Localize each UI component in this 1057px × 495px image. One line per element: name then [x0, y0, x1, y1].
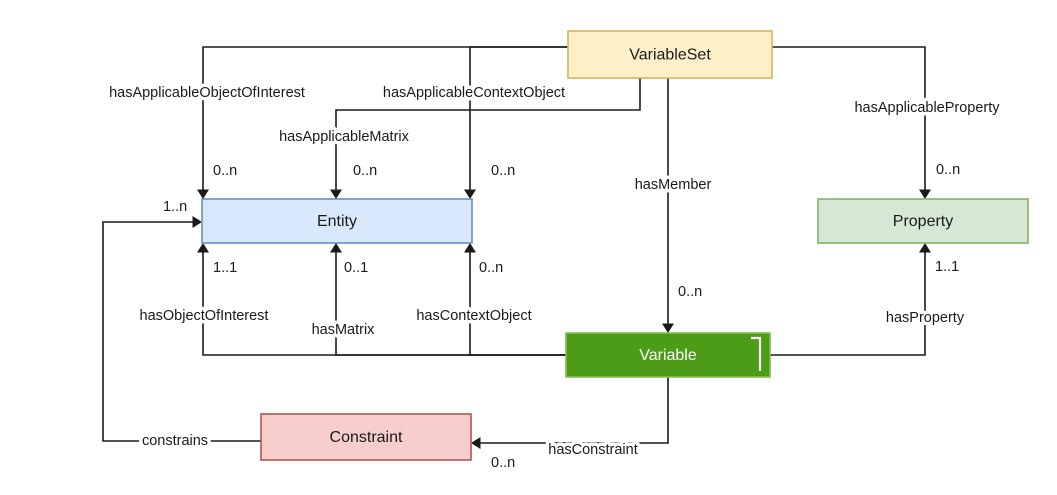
edge-hasApplicableContextObject[interactable] [464, 46, 568, 199]
edge-label-hasConstraint-halo: hasConstraint [548, 442, 637, 458]
edge-label-constrains-halo: constrains [142, 433, 208, 449]
edge-hasObjectOfInterest[interactable] [197, 243, 566, 356]
edge-label-hasApplicableMatrix-halo: hasApplicableMatrix [279, 129, 410, 145]
edge-label-hasApplicableContextObject: hasApplicableContextObject [383, 85, 565, 101]
edge-label-hasApplicableContextObject-halo: hasApplicableContextObject [383, 85, 565, 101]
edge-label-hasApplicableObjectOfInterest-halo: hasApplicableObjectOfInterest [109, 85, 305, 101]
edge-multiplicity-hasApplicableProperty: 0..n [936, 162, 960, 178]
edge-label-hasApplicableMatrix: hasApplicableMatrix [279, 129, 410, 145]
edge-label-hasObjectOfInterest-halo: hasObjectOfInterest [140, 308, 269, 324]
edge-multiplicity-hasContextObject: 0..n [479, 260, 503, 276]
edge-hasProperty[interactable] [770, 243, 931, 356]
edge-multiplicity-constrains: 1..n [163, 199, 187, 215]
edge-hasMember[interactable] [662, 78, 674, 333]
node-label-constraint: Constraint [330, 429, 403, 446]
edge-multiplicity-constrains-halo: 1..n [163, 199, 187, 215]
edge-label-hasObjectOfInterest: hasObjectOfInterest [140, 308, 269, 324]
node-label-variable: Variable [639, 347, 697, 364]
edge-hasContextObject[interactable] [464, 243, 566, 356]
edge-label-hasMember-halo: hasMember [635, 177, 712, 193]
edges-layer [102, 46, 931, 449]
node-constraint[interactable]: Constraint [260, 413, 472, 461]
edge-labels-layer: hasApplicableObjectOfInterest hasApplicab… [106, 81, 1004, 474]
edge-hasConstraint[interactable] [471, 377, 669, 449]
edge-label-hasApplicableProperty-halo: hasApplicableProperty [854, 100, 1000, 116]
edge-multiplicity-hasApplicableObjectOfInterest-halo: 0..n [213, 163, 237, 179]
edge-multiplicity-hasProperty-halo: 1..1 [935, 259, 959, 275]
edge-label-hasConstraint: hasConstraint [548, 442, 637, 458]
edge-multiplicity-hasApplicableMatrix-halo: 0..n [353, 163, 377, 179]
edge-multiplicity-hasApplicableMatrix: 0..n [353, 163, 377, 179]
edge-label-hasContextObject-halo: hasContextObject [416, 308, 531, 324]
edge-label-hasProperty-halo: hasProperty [886, 310, 965, 326]
edge-multiplicity-hasApplicableContextObject: 0..n [491, 163, 515, 179]
edge-multiplicity-hasMatrix-halo: 0..1 [344, 260, 368, 276]
edge-label-hasApplicableObjectOfInterest: hasApplicableObjectOfInterest [109, 85, 305, 101]
node-label-variableset: VariableSet [629, 47, 711, 64]
edge-multiplicity-hasObjectOfInterest: 1..1 [213, 260, 237, 276]
edge-label-hasMatrix: hasMatrix [312, 322, 376, 338]
edge-label-constrains: constrains [142, 433, 208, 449]
edge-multiplicity-hasObjectOfInterest-halo: 1..1 [213, 260, 237, 276]
edge-multiplicity-hasApplicableContextObject-halo: 0..n [491, 163, 515, 179]
node-entity[interactable]: Entity [201, 198, 473, 244]
edge-label-hasContextObject: hasContextObject [416, 308, 531, 324]
edge-multiplicity-hasContextObject-halo: 0..n [479, 260, 503, 276]
node-label-property: Property [893, 213, 953, 230]
edge-label-hasMatrix-halo: hasMatrix [312, 322, 376, 338]
edge-label-hasMember: hasMember [635, 177, 712, 193]
edge-multiplicity-hasConstraint: 0..n [491, 455, 515, 471]
edge-hasApplicableMatrix[interactable] [330, 78, 641, 199]
edge-multiplicity-hasConstraint-halo: 0..n [491, 455, 515, 471]
edge-hasApplicableProperty[interactable] [772, 46, 931, 199]
edge-label-hasApplicableProperty: hasApplicableProperty [854, 100, 1000, 116]
node-label-entity: Entity [317, 213, 357, 230]
edge-multiplicity-hasProperty: 1..1 [935, 259, 959, 275]
edge-multiplicity-hasMember: 0..n [678, 284, 702, 300]
edge-constrains[interactable] [102, 216, 261, 442]
edge-multiplicity-hasApplicableProperty-halo: 0..n [936, 162, 960, 178]
edge-label-hasProperty: hasProperty [886, 310, 965, 326]
edge-multiplicity-hasMatrix: 0..1 [344, 260, 368, 276]
node-property[interactable]: Property [817, 198, 1029, 244]
edge-multiplicity-hasMember-halo: 0..n [678, 284, 702, 300]
edge-hasApplicableObjectOfInterest[interactable] [197, 46, 568, 199]
node-variable[interactable]: Variable [565, 332, 771, 378]
edge-multiplicity-hasApplicableObjectOfInterest: 0..n [213, 163, 237, 179]
node-variableset[interactable]: VariableSet [567, 30, 773, 79]
